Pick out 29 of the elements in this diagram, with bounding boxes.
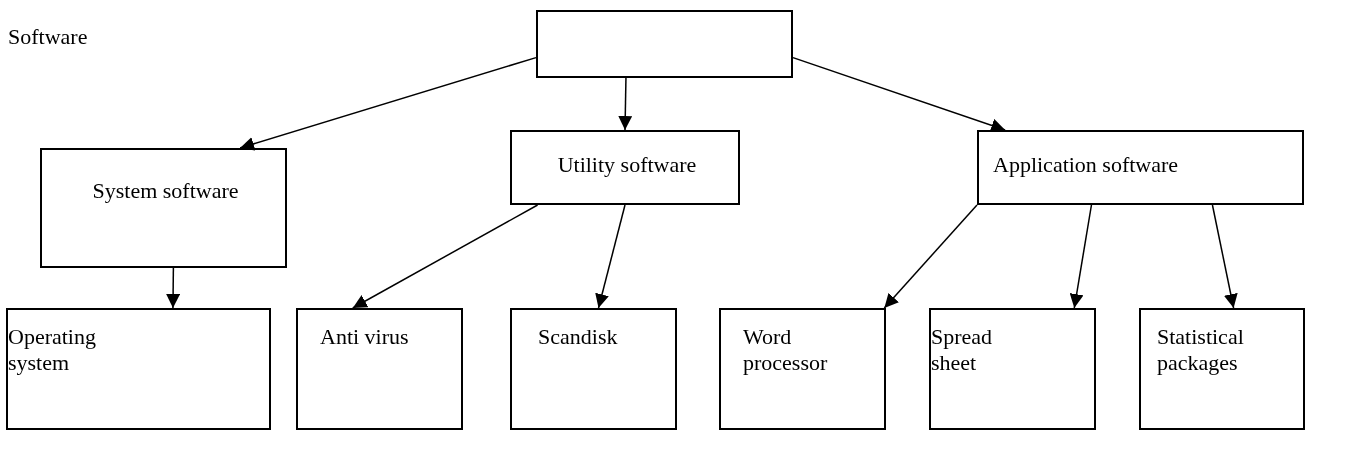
arrow xyxy=(352,204,539,309)
arrow xyxy=(239,56,537,151)
category-box xyxy=(296,308,463,430)
arrow xyxy=(792,56,1006,133)
arrow xyxy=(1211,204,1238,309)
arrow xyxy=(1069,204,1093,309)
box-label: Spread sheet xyxy=(931,324,994,377)
box-label: Scandisk xyxy=(538,324,619,351)
box-label: Application software xyxy=(993,152,1180,179)
category-box xyxy=(510,308,677,430)
category-box xyxy=(929,308,1096,430)
arrow xyxy=(166,267,181,309)
category-box xyxy=(40,148,287,268)
arrow xyxy=(883,204,978,309)
diagram-label: Software xyxy=(8,24,88,50)
empty-box xyxy=(536,10,793,78)
category-box xyxy=(1139,308,1305,430)
box-label: Anti virus xyxy=(320,324,410,351)
category-box xyxy=(719,308,886,430)
category-box xyxy=(6,308,271,430)
box-label: Word processor xyxy=(743,324,829,377)
category-box xyxy=(977,130,1304,205)
arrow xyxy=(595,204,626,309)
box-label: Statistical packages xyxy=(1157,324,1245,377)
arrow xyxy=(618,77,633,131)
box-label: Utility software xyxy=(556,152,698,179)
box-label: System software xyxy=(91,178,240,205)
category-box xyxy=(510,130,740,205)
box-label: Operating system xyxy=(8,324,97,377)
